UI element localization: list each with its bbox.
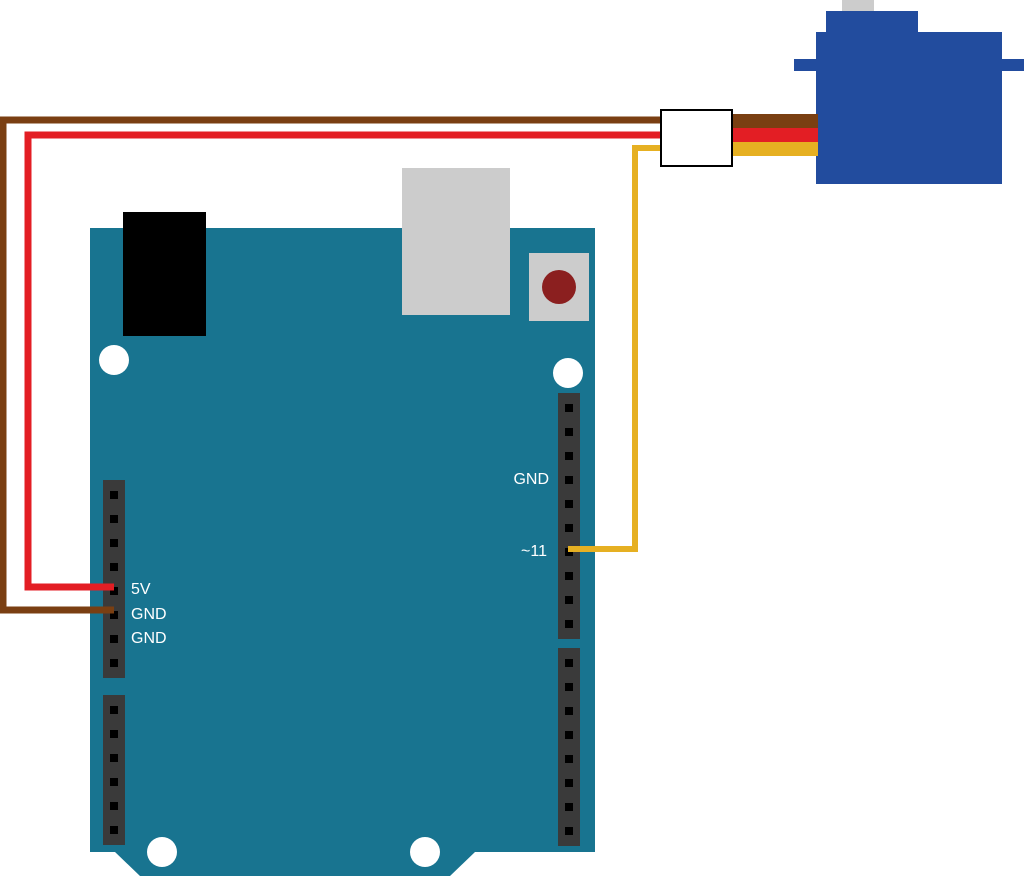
jumper-wires	[0, 116, 662, 614]
header-pin[interactable]	[565, 500, 573, 508]
header-pin[interactable]	[565, 683, 573, 691]
pin-label-gnd-digital: GND	[513, 471, 549, 488]
servo-lead-power	[730, 128, 818, 142]
mount-hole	[147, 837, 177, 867]
pin-label-gnd: GND	[131, 630, 167, 647]
pin-label-5v: 5V	[131, 581, 151, 598]
servo-connector-plug	[660, 109, 733, 167]
header-pin[interactable]	[110, 778, 118, 786]
header-pin[interactable]	[565, 827, 573, 835]
header-pin[interactable]	[110, 802, 118, 810]
pin-label-d11-pwm: ~11	[521, 543, 547, 560]
header-pin[interactable]	[565, 404, 573, 412]
servo-motor	[794, 0, 1024, 184]
right-digital-header-low	[558, 648, 580, 846]
servo-leads	[730, 114, 818, 156]
arduino-board: 5V GND GND GND ~11	[90, 168, 595, 876]
header-pin[interactable]	[565, 620, 573, 628]
mount-hole	[553, 358, 583, 388]
header-pin[interactable]	[110, 539, 118, 547]
wire-power	[24, 131, 662, 591]
header-pin[interactable]	[565, 803, 573, 811]
header-pin[interactable]	[565, 707, 573, 715]
header-pin[interactable]	[565, 476, 573, 484]
header-pin[interactable]	[110, 515, 118, 523]
mounting-holes	[99, 345, 583, 867]
mount-hole	[99, 345, 129, 375]
left-analog-header	[103, 695, 125, 845]
header-pin[interactable]	[110, 826, 118, 834]
pin-label-gnd: GND	[131, 606, 167, 623]
reset-button-cap[interactable]	[542, 270, 576, 304]
header-pin[interactable]	[565, 524, 573, 532]
header-pin[interactable]	[110, 659, 118, 667]
usb-connector	[402, 168, 510, 315]
header-pin[interactable]	[565, 572, 573, 580]
header-pin[interactable]	[565, 452, 573, 460]
header-pin[interactable]	[565, 596, 573, 604]
board-pcb	[90, 228, 595, 876]
servo-lead-signal	[730, 142, 818, 156]
header-pin[interactable]	[110, 563, 118, 571]
header-pin[interactable]	[565, 659, 573, 667]
reset-button[interactable]	[529, 253, 589, 321]
header-pin[interactable]	[110, 754, 118, 762]
header-pin[interactable]	[110, 635, 118, 643]
mount-hole	[410, 837, 440, 867]
header-pin[interactable]	[110, 611, 118, 619]
left-power-header	[103, 480, 125, 678]
header-pin[interactable]	[565, 779, 573, 787]
header-block	[103, 695, 125, 845]
power-jack	[123, 212, 206, 336]
wire-ground	[0, 116, 662, 614]
servo-lead-ground	[730, 114, 818, 128]
servo-body	[816, 32, 1002, 184]
servo-top-cap	[826, 11, 918, 33]
servo-shaft	[842, 0, 874, 12]
header-pin[interactable]	[110, 706, 118, 714]
header-block	[558, 393, 580, 639]
header-pin[interactable]	[565, 755, 573, 763]
header-pin[interactable]	[565, 428, 573, 436]
right-digital-header-high	[558, 393, 580, 639]
header-block	[558, 648, 580, 846]
header-pin[interactable]	[110, 730, 118, 738]
header-pin[interactable]	[110, 491, 118, 499]
header-pin[interactable]	[110, 587, 118, 595]
header-pin[interactable]	[565, 731, 573, 739]
header-block	[103, 480, 125, 678]
wire-signal	[568, 145, 662, 552]
